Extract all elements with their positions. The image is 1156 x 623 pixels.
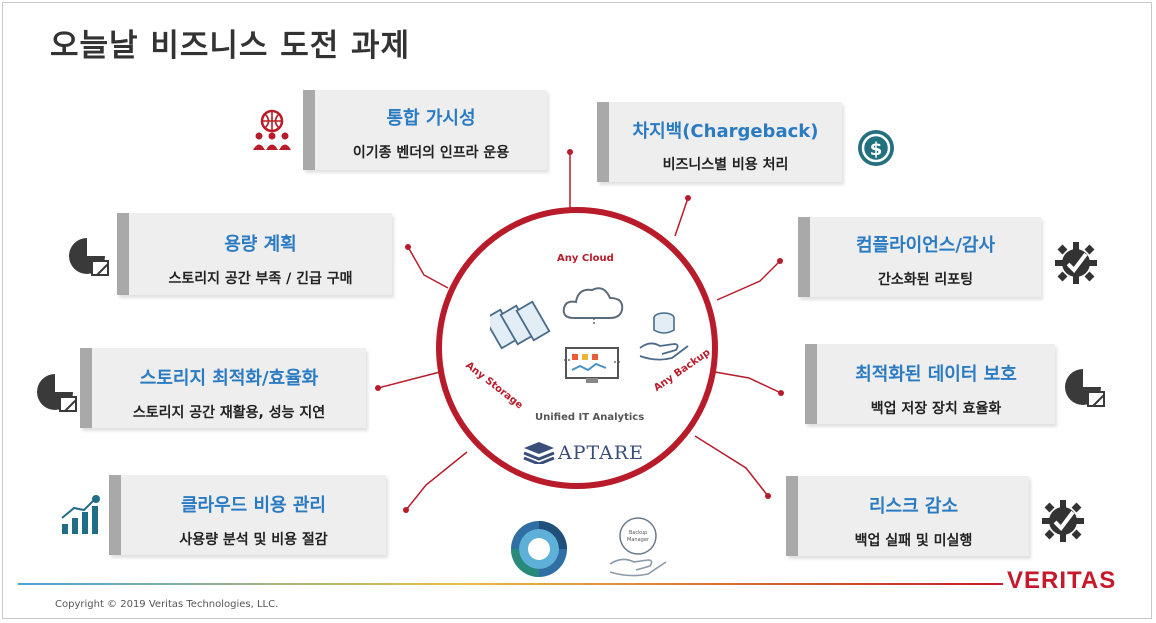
card-subtext: 스토리지 공간 재활용, 성능 지연 bbox=[132, 405, 326, 421]
svg-text:Backup: Backup bbox=[629, 530, 647, 536]
pie-chart-icon bbox=[37, 374, 77, 412]
footer-divider bbox=[18, 583, 1003, 585]
growth-chart-icon bbox=[61, 495, 100, 534]
card-subtext: 백업 실패 및 미실행 bbox=[854, 533, 973, 549]
aptare-brand: APTARE bbox=[558, 442, 645, 464]
card-cloud-cost: 클라우드 비용 관리 사용량 분석 및 비용 절감 bbox=[109, 475, 386, 555]
card-capacity-planning: 용량 계획 스토리지 공간 부족 / 긴급 구매 bbox=[117, 213, 392, 295]
globe-people-icon bbox=[253, 109, 291, 150]
gear-check-icon bbox=[1042, 500, 1084, 542]
backup-hand-icon bbox=[639, 312, 689, 361]
card-chargeback: 차지백(Chargeback) 비즈니스별 비용 처리 bbox=[597, 102, 842, 182]
slide-title: 오늘날 비즈니스 도전 과제 bbox=[50, 28, 411, 64]
card-heading: 컴플라이언스/감사 bbox=[855, 235, 996, 256]
card-heading: 용량 계획 bbox=[224, 234, 297, 255]
card-risk-reduction: 리스크 감소 백업 실패 및 미실행 bbox=[786, 476, 1029, 556]
cycle-wheel-icon bbox=[511, 521, 567, 577]
card-heading: 통합 가시성 bbox=[386, 108, 476, 129]
pie-chart-icon bbox=[69, 238, 109, 276]
cloud-icon bbox=[562, 287, 624, 326]
card-storage-optimization: 스토리지 최적화/효율화 스토리지 공간 재활용, 성능 지연 bbox=[80, 348, 366, 428]
veritas-logo: VERITAS bbox=[1007, 567, 1117, 594]
unified-analytics-label: Unified IT Analytics bbox=[535, 412, 645, 423]
svg-text:$: $ bbox=[870, 139, 883, 160]
svg-text:Manager: Manager bbox=[627, 537, 650, 543]
card-heading: 리스크 감소 bbox=[868, 496, 959, 517]
gear-check-icon bbox=[1055, 242, 1097, 284]
card-subtext: 비즈니스별 비용 처리 bbox=[662, 157, 789, 173]
backup-manager-icon: Backup Manager bbox=[609, 517, 667, 577]
monitor-dashboard-icon bbox=[564, 347, 620, 383]
card-subtext: 백업 저장 장치 효율화 bbox=[870, 401, 1002, 417]
card-subtext: 이기종 벤더의 인프라 운용 bbox=[352, 145, 510, 161]
card-subtext: 간소화된 리포팅 bbox=[877, 272, 974, 288]
pie-chart-icon bbox=[1065, 369, 1105, 407]
card-compliance-audit: 컴플라이언스/감사 간소화된 리포팅 bbox=[798, 217, 1041, 297]
card-heading: 차지백(Chargeback) bbox=[632, 121, 819, 142]
card-subtext: 스토리지 공간 부족 / 긴급 구매 bbox=[168, 271, 353, 287]
any-cloud-label: Any Cloud bbox=[557, 253, 614, 264]
card-data-protection: 최적화된 데이터 보호 백업 저장 장치 효율화 bbox=[805, 344, 1055, 424]
card-integrated-visibility: 통합 가시성 이기종 벤더의 인프라 운용 bbox=[303, 90, 547, 170]
aptare-logo-icon bbox=[523, 442, 555, 464]
card-heading: 클라우드 비용 관리 bbox=[180, 495, 326, 516]
storage-icon bbox=[490, 300, 551, 350]
card-heading: 최적화된 데이터 보호 bbox=[855, 364, 1017, 385]
card-heading: 스토리지 최적화/효율화 bbox=[139, 368, 319, 389]
dollar-icon: $ bbox=[858, 130, 894, 166]
card-subtext: 사용량 분석 및 비용 절감 bbox=[179, 532, 328, 548]
copyright-text: Copyright © 2019 Veritas Technologies, L… bbox=[55, 599, 279, 610]
